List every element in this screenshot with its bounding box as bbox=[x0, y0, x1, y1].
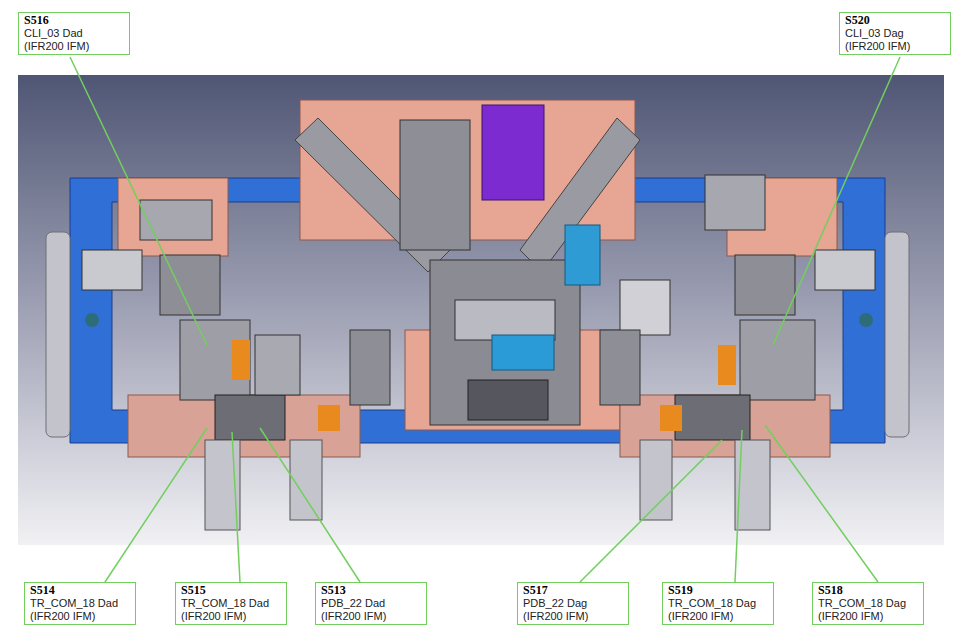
render-background bbox=[18, 75, 944, 545]
leader-lines bbox=[70, 57, 900, 582]
callout-box: S516CLI_03 Dad (IFR200 IFM) bbox=[18, 12, 130, 55]
purple-block bbox=[482, 105, 544, 200]
leader-line bbox=[70, 57, 207, 345]
callout-number: S520 bbox=[845, 14, 945, 27]
orange-part bbox=[318, 405, 340, 431]
callout-number: S519 bbox=[668, 584, 768, 597]
clamp bbox=[180, 320, 250, 400]
orange-part bbox=[232, 340, 250, 380]
sensor-label: TR_COM_18 Dad (IFR200 IFM) bbox=[181, 597, 281, 623]
leader-line bbox=[735, 430, 742, 582]
mechanism bbox=[430, 260, 580, 425]
leader-line bbox=[260, 428, 360, 582]
mechanism bbox=[400, 120, 470, 250]
sensor-label: PDB_22 Dad (IFR200 IFM) bbox=[321, 597, 421, 623]
clamp bbox=[740, 320, 815, 400]
callout-number: S515 bbox=[181, 584, 281, 597]
sensor-block bbox=[215, 395, 285, 440]
clamp bbox=[705, 175, 765, 230]
leader-line bbox=[773, 57, 900, 345]
clamp bbox=[735, 255, 795, 315]
sensor-label: CLI_03 Dag (IFR200 IFM) bbox=[845, 27, 945, 53]
bolt bbox=[859, 313, 873, 327]
cylinder bbox=[290, 440, 322, 520]
leader-line bbox=[765, 425, 878, 582]
side-plate bbox=[46, 232, 70, 437]
orange-part bbox=[718, 345, 736, 385]
clamp bbox=[600, 330, 640, 405]
leader-line bbox=[580, 440, 722, 582]
callout-number: S513 bbox=[321, 584, 421, 597]
sensor-block bbox=[675, 395, 750, 440]
callout-number: S518 bbox=[818, 584, 918, 597]
clamp bbox=[620, 280, 670, 335]
orange-part bbox=[660, 405, 682, 431]
cylinder bbox=[640, 440, 672, 520]
callout-box: S515TR_COM_18 Dad (IFR200 IFM) bbox=[175, 582, 287, 625]
bolt bbox=[85, 313, 99, 327]
clamp bbox=[815, 250, 875, 290]
sensor-label: TR_COM_18 Dad (IFR200 IFM) bbox=[30, 597, 130, 623]
clamp bbox=[140, 200, 212, 240]
callout-box: S520CLI_03 Dag (IFR200 IFM) bbox=[839, 12, 951, 55]
mechanism bbox=[455, 300, 555, 340]
blue-part bbox=[565, 225, 600, 285]
sensor-label: TR_COM_18 Dag (IFR200 IFM) bbox=[668, 597, 768, 623]
callout-number: S516 bbox=[24, 14, 124, 27]
callout-box: S519TR_COM_18 Dag (IFR200 IFM) bbox=[662, 582, 774, 625]
leader-line bbox=[105, 428, 207, 582]
leader-line bbox=[232, 432, 240, 582]
callout-box: S514TR_COM_18 Dad (IFR200 IFM) bbox=[24, 582, 136, 625]
clamp bbox=[350, 330, 390, 405]
mechanism bbox=[468, 380, 548, 420]
callout-box: S517PDB_22 Dag (IFR200 IFM) bbox=[517, 582, 629, 625]
callout-box: S518TR_COM_18 Dag (IFR200 IFM) bbox=[812, 582, 924, 625]
sensor-label: CLI_03 Dad (IFR200 IFM) bbox=[24, 27, 124, 53]
clamp bbox=[255, 335, 300, 395]
base-plate bbox=[118, 178, 228, 256]
clamp bbox=[82, 250, 142, 290]
sensor-label: TR_COM_18 Dag (IFR200 IFM) bbox=[818, 597, 918, 623]
callout-number: S514 bbox=[30, 584, 130, 597]
side-plate bbox=[885, 232, 909, 437]
callout-box: S513PDB_22 Dad (IFR200 IFM) bbox=[315, 582, 427, 625]
sensor-label: PDB_22 Dag (IFR200 IFM) bbox=[523, 597, 623, 623]
callout-number: S517 bbox=[523, 584, 623, 597]
base-plate bbox=[128, 395, 360, 457]
blue-part bbox=[492, 335, 554, 370]
